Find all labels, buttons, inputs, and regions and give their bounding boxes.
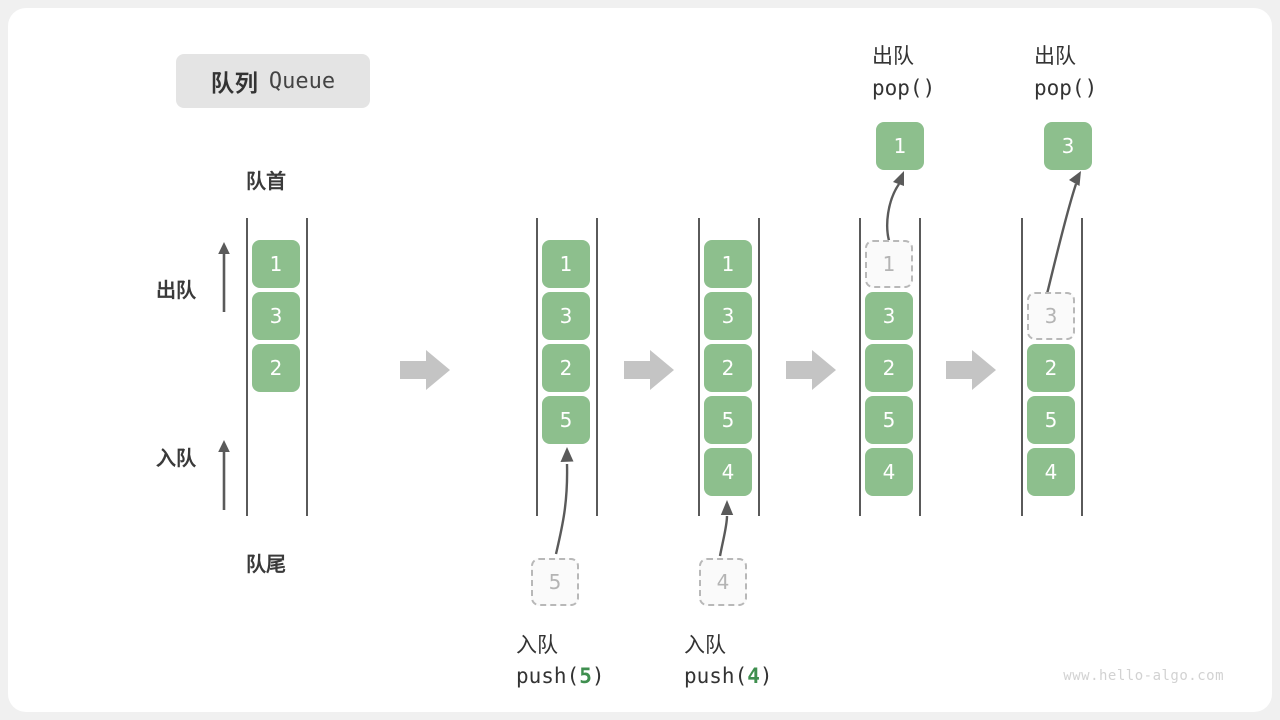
queue-cell-new: 4 [704,448,752,496]
enqueue-direction-arrow-icon [218,440,230,510]
push-caption-code-5: push(5) [516,664,605,688]
queue-tail-label: 队尾 [246,552,286,576]
pop-arrow-icon-1 [886,171,904,245]
transition-arrow-icon [786,350,836,390]
queue-cell: 2 [1027,344,1075,392]
pop-header-cn-3: 出队 [1034,44,1076,68]
queue-cell: 2 [865,344,913,392]
push-code-arg-4: 4 [747,664,760,688]
diagram-title-en: Queue [268,68,336,94]
queue-rail-left-push4 [698,218,700,516]
incoming-element-ghost: 5 [531,558,579,606]
queue-rail-left-push5 [536,218,538,516]
queue-rail-right-push5 [596,218,598,516]
push-arrow-icon-5 [554,447,574,555]
transition-arrow-icon [946,350,996,390]
dequeue-side-label: 出队 [156,278,196,302]
queue-cell: 2 [542,344,590,392]
queue-cell-removed: 1 [865,240,913,288]
queue-cell: 4 [865,448,913,496]
pop-header-cn-1: 出队 [872,44,914,68]
queue-cell: 3 [542,292,590,340]
push-caption-cn-4: 入队 [684,633,726,657]
popped-element: 3 [1044,122,1092,170]
push-arrow-icon-4 [718,500,734,557]
queue-rail-left-pop1 [859,218,861,516]
enqueue-side-label: 入队 [156,446,196,470]
queue-rail-left-pop3 [1021,218,1023,516]
diagram-title-badge: 队列 Queue [176,54,370,108]
queue-rail-left-initial [246,218,248,516]
pop-header-code-1: pop() [872,76,936,100]
push-code-arg-5: 5 [579,664,592,688]
queue-cell: 5 [865,396,913,444]
diagram-title-cn: 队列 [210,71,259,97]
queue-rail-right-pop3 [1081,218,1083,516]
pop-arrow-icon-3 [1044,171,1081,299]
queue-cell-removed: 3 [1027,292,1075,340]
push-code-prefix-4: push( [684,664,748,688]
push-code-prefix-5: push( [516,664,580,688]
push-code-suffix-5: ) [591,664,605,688]
push-caption-cn-5: 入队 [516,633,558,657]
queue-cell: 3 [704,292,752,340]
queue-cell: 5 [1027,396,1075,444]
queue-cell: 3 [252,292,300,340]
dequeue-direction-arrow-icon [218,242,230,312]
queue-cell: 1 [704,240,752,288]
push-code-suffix-4: ) [759,664,773,688]
transition-arrow-icon [624,350,674,390]
watermark: www.hello-algo.com [1063,668,1224,684]
queue-cell: 2 [252,344,300,392]
queue-cell: 1 [252,240,300,288]
queue-cell: 5 [704,396,752,444]
queue-cell: 2 [704,344,752,392]
transition-arrow-icon [400,350,450,390]
incoming-element-ghost: 4 [699,558,747,606]
queue-cell-new: 5 [542,396,590,444]
diagram-card: 队列 Queue 队首 队尾 出队 入队 1 3 2 1 3 2 5 5 入队 … [8,8,1272,712]
queue-cell: 1 [542,240,590,288]
queue-rail-right-pop1 [919,218,921,516]
queue-cell: 4 [1027,448,1075,496]
pop-header-code-3: pop() [1034,76,1098,100]
popped-element: 1 [876,122,924,170]
queue-rail-right-initial [306,218,308,516]
push-caption-code-4: push(4) [684,664,773,688]
queue-cell: 3 [865,292,913,340]
queue-rail-right-push4 [758,218,760,516]
queue-head-label: 队首 [246,169,286,193]
